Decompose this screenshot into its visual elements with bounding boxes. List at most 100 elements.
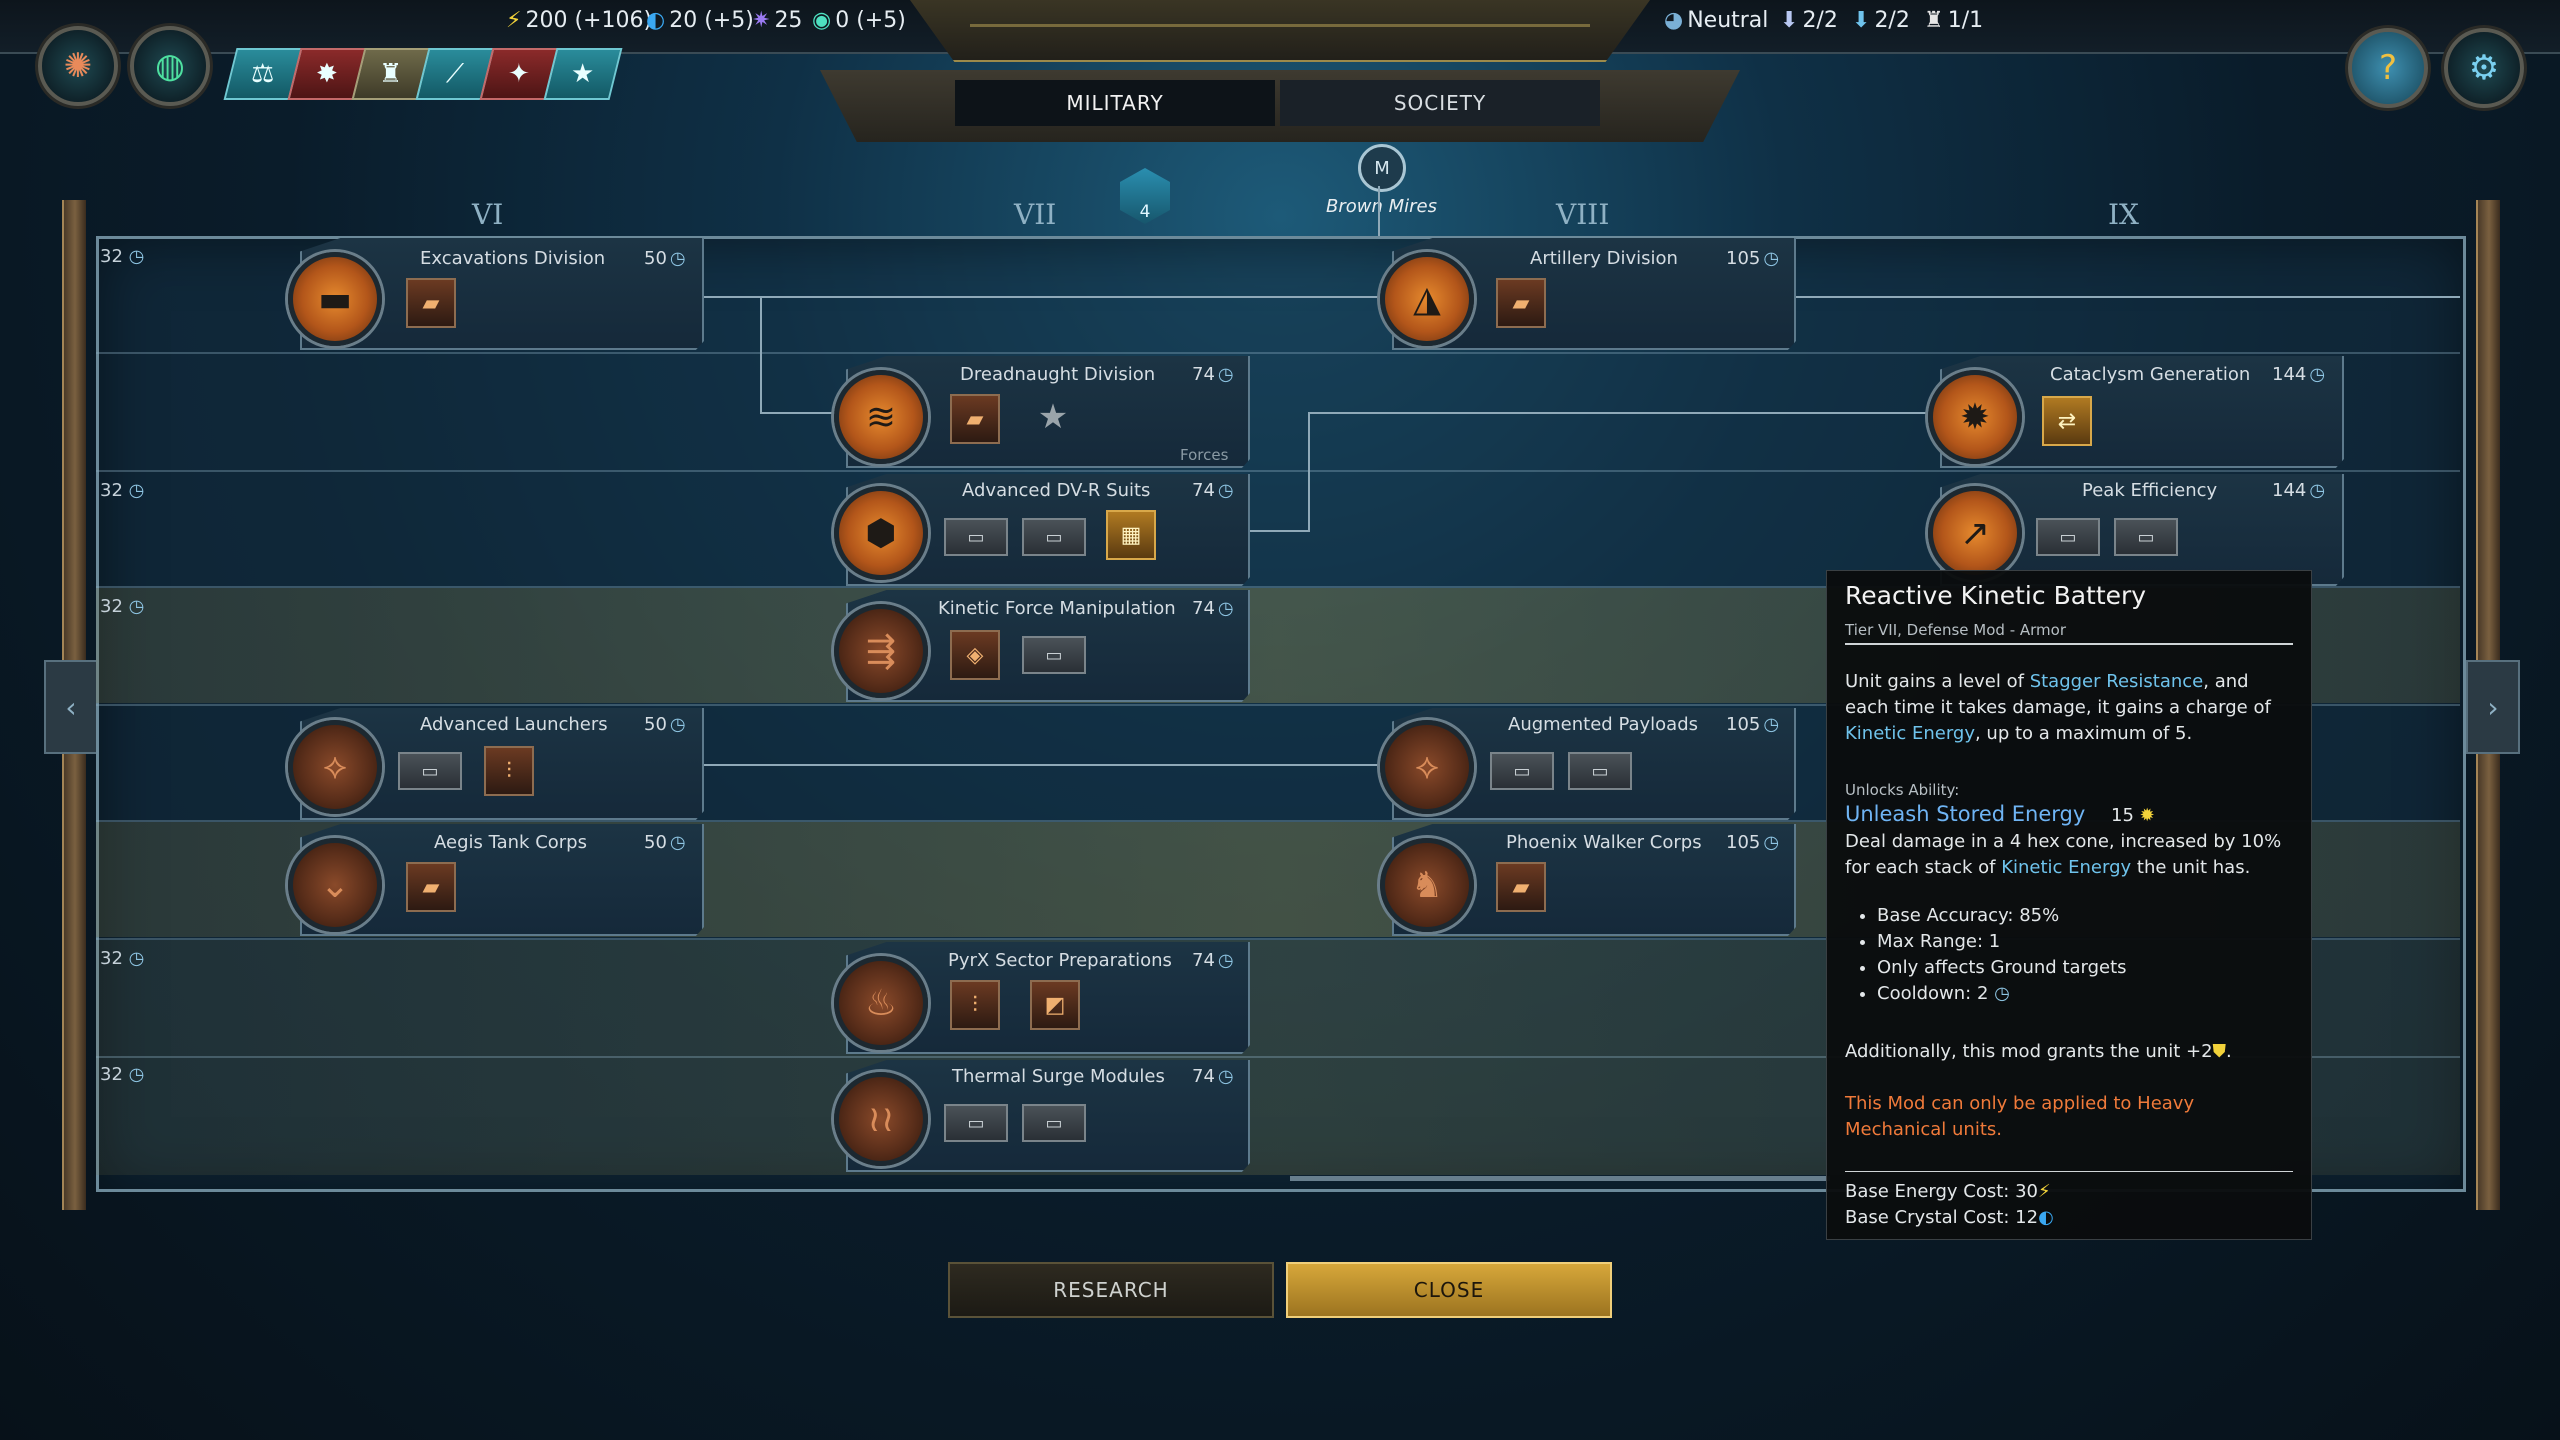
node-title: Artillery Division xyxy=(1530,248,1678,269)
node-title: Excavations Division xyxy=(420,248,606,269)
row-divider xyxy=(96,470,2460,472)
connector-line xyxy=(1790,296,2460,298)
top-center-ornament xyxy=(910,0,1650,62)
ability-slot[interactable]: ▦ xyxy=(1106,510,1156,560)
globe-icon: ◍ xyxy=(155,46,185,86)
faction-emblem-button[interactable]: ✺ xyxy=(38,26,118,106)
node-cost: 50◷ xyxy=(644,714,686,735)
scroll-left-button[interactable]: ‹ xyxy=(44,660,98,754)
unit-icon: ✦ xyxy=(508,59,530,89)
node-title: Advanced DV-R Suits xyxy=(962,480,1151,501)
node-cost: 74◷ xyxy=(1192,364,1234,385)
armor-mod-slot-selected[interactable]: ◈ xyxy=(950,630,1000,680)
ability-slot[interactable]: ⇄ xyxy=(2042,396,2092,446)
connector-line xyxy=(1246,530,1310,532)
row-edge-cost: 32 ◷ xyxy=(100,1064,145,1085)
location-pin-icon[interactable]: M xyxy=(1358,144,1406,192)
row-edge-cost: 32 ◷ xyxy=(100,596,145,617)
weapon-mod-slot[interactable]: ▭ xyxy=(944,518,1008,556)
weapon-mod-slot[interactable]: ▭ xyxy=(398,752,462,790)
influence-resource: ◉0 (+5) xyxy=(812,8,906,33)
tier-label: VIII xyxy=(1556,198,1610,231)
node-title: Peak Efficiency xyxy=(2082,480,2218,501)
ability-name: Unleash Stored Energy xyxy=(1845,802,2086,826)
node-cost: 74◷ xyxy=(1192,1066,1234,1087)
keyword-kinetic-energy: Kinetic Energy xyxy=(2001,857,2132,878)
weapon-mod-slot[interactable]: ▭ xyxy=(944,1104,1008,1142)
row-divider xyxy=(96,352,2460,354)
rocket-mod-slot[interactable]: ⫶ xyxy=(484,746,534,796)
weapon-mod-slot[interactable]: ▭ xyxy=(1022,1104,1086,1142)
node-cost: 74◷ xyxy=(1192,950,1234,971)
stance-status: ◕Neutral xyxy=(1664,8,1768,33)
horizontal-scrollbar[interactable] xyxy=(1290,1176,1830,1181)
node-title: Cataclysm Generation xyxy=(2050,364,2251,385)
connector-line xyxy=(1378,186,1380,236)
connector-line xyxy=(700,764,1380,766)
slot-c-status: ♜1/1 xyxy=(1924,8,1983,33)
stance-mask-icon: ◕ xyxy=(1664,8,1684,33)
weapon-mod-slot[interactable]: ▭ xyxy=(1568,752,1632,790)
walker-icon: ♞ xyxy=(1380,838,1474,932)
weapon-mod-slot[interactable]: ▭ xyxy=(1490,752,1554,790)
close-button[interactable]: CLOSE xyxy=(1286,1262,1612,1318)
tooltip-subtitle: Tier VII, Defense Mod - Armor xyxy=(1845,621,2066,639)
weapon-mod-slot[interactable]: ▭ xyxy=(1022,518,1086,556)
ability-slot[interactable]: ◩ xyxy=(1030,980,1080,1030)
crystal-icon: ◐ xyxy=(2038,1207,2054,1228)
weapon-mod-slot[interactable]: ▭ xyxy=(1022,636,1086,674)
unit-mod-slot[interactable]: ▰ xyxy=(1496,278,1546,328)
tier-label: IX xyxy=(2108,198,2139,231)
heat-waves-icon: ≀≀ xyxy=(834,1072,928,1166)
ability-slot[interactable]: ⫶ xyxy=(950,980,1000,1030)
row-edge-cost: 32 ◷ xyxy=(100,246,145,267)
empire-globe-button[interactable]: ◍ xyxy=(130,26,210,106)
unit-mod-slot[interactable]: ▰ xyxy=(406,862,456,912)
help-button[interactable]: ? xyxy=(2348,28,2428,108)
tab-society[interactable]: SOCIETY xyxy=(1280,80,1600,126)
research-button[interactable]: RESEARCH xyxy=(948,1262,1274,1318)
node-title: Aegis Tank Corps xyxy=(434,832,587,853)
connector-line xyxy=(1308,412,1928,414)
current-tier-marker: 4 xyxy=(1120,168,1170,224)
category-stars-button[interactable]: ★ xyxy=(543,48,623,100)
stat-targets: Only affects Ground targets xyxy=(1877,955,2295,981)
slot-b-status: ⬇2/2 xyxy=(1852,8,1910,33)
scroll-right-button[interactable]: › xyxy=(2466,660,2520,754)
gear-icon: ⚙ xyxy=(2468,48,2500,88)
payload-icon: ⟡ xyxy=(1380,720,1474,814)
faction-emblem-icon: ✺ xyxy=(63,46,93,86)
node-cost: 74◷ xyxy=(1192,480,1234,501)
tab-military[interactable]: MILITARY xyxy=(955,80,1275,126)
unit-mod-slot[interactable]: ▰ xyxy=(950,394,1000,444)
cataclysm-icon: ✹ xyxy=(1928,370,2022,464)
unlocks-label: Unlocks Ability: xyxy=(1845,781,1960,799)
unit-mod-slot[interactable]: ▰ xyxy=(1496,862,1546,912)
node-cost: 144◷ xyxy=(2272,364,2326,385)
energy-value: 200 (+106) xyxy=(525,8,653,33)
node-title: PyrX Sector Preparations xyxy=(948,950,1172,971)
node-title: Dreadnaught Division xyxy=(960,364,1156,385)
clock-icon: ◷ xyxy=(1994,983,2010,1004)
stat-range: Max Range: 1 xyxy=(1877,929,2295,955)
ability-cost: 15 xyxy=(2111,805,2134,826)
row-divider xyxy=(96,938,2460,940)
slot-c-value: 1/1 xyxy=(1947,8,1984,33)
slot-b-value: 2/2 xyxy=(1874,8,1910,33)
tooltip-title: Reactive Kinetic Battery xyxy=(1845,581,2147,610)
crystal-value: 20 (+5) xyxy=(669,8,754,33)
settings-button[interactable]: ⚙ xyxy=(2444,28,2524,108)
unit-mod-slot[interactable]: ▰ xyxy=(406,278,456,328)
slot-a-value: 2/2 xyxy=(1802,8,1838,33)
chevron-left-icon: ‹ xyxy=(65,690,77,724)
weapon-mod-slot[interactable]: ▭ xyxy=(2036,518,2100,556)
slot-a-status: ⬇2/2 xyxy=(1780,8,1838,33)
node-cost: 105◷ xyxy=(1726,714,1780,735)
row-edge-cost: 32 ◷ xyxy=(100,480,145,501)
weapon-mod-slot[interactable]: ▭ xyxy=(2114,518,2178,556)
tooltip-divider xyxy=(1845,1171,2293,1172)
node-cost: 50◷ xyxy=(644,832,686,853)
star-upgrade-icon[interactable]: ★ xyxy=(1037,397,1069,437)
row-divider xyxy=(96,820,2460,822)
tier-label: VI xyxy=(472,198,504,231)
